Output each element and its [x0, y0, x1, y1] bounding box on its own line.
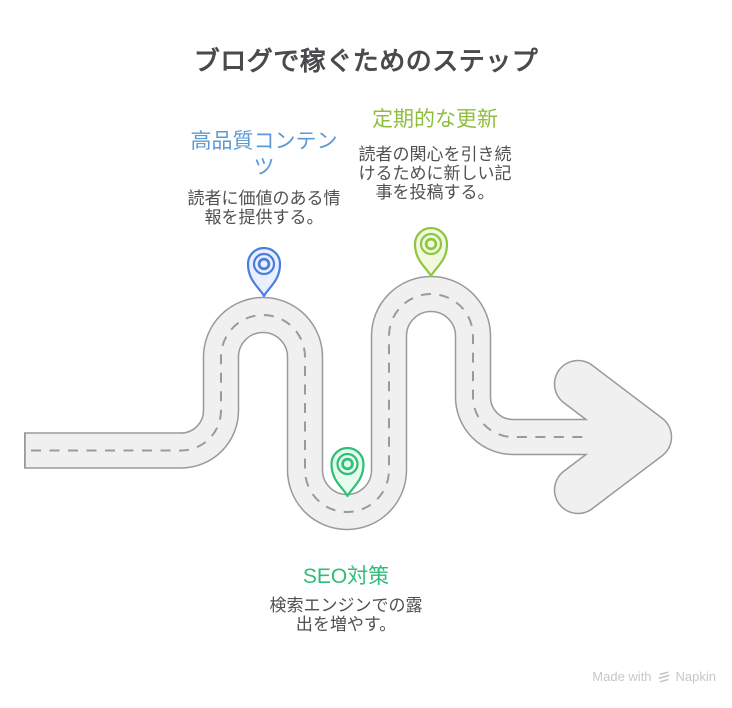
brand-name: Napkin — [675, 669, 716, 684]
napkin-logo-icon — [657, 670, 671, 684]
pin-ring-outer — [419, 232, 443, 256]
step-2-description: 読者の関心を引き続けるために新しい記事を投稿する。 — [358, 145, 512, 202]
pin-step-2 — [413, 226, 449, 278]
pin-body — [330, 446, 365, 498]
made-with-text: Made with — [592, 669, 652, 684]
pin-ring-inner — [424, 237, 438, 251]
pin-body — [413, 226, 449, 278]
step-1-description: 読者に価値のある情報を提供する。 — [187, 189, 341, 227]
pin-ring-outer — [252, 252, 276, 276]
arrowhead-surface — [555, 361, 671, 513]
pin-step-1 — [246, 246, 282, 298]
step-3-label: SEO対策 — [302, 565, 390, 588]
road-surface — [24, 277, 612, 529]
page-title: ブログで稼ぐためのステップ — [193, 46, 539, 76]
road-center-dashed-line — [31, 293, 586, 513]
step-1-label: 高品質コンテンツ — [190, 130, 338, 179]
pin-ring-outer — [336, 452, 359, 476]
napkin-watermark-link[interactable]: Made with Napkin — [592, 669, 716, 684]
pin-step-3 — [330, 446, 365, 498]
pin-body — [246, 246, 282, 298]
step-2-label: 定期的な更新 — [372, 108, 498, 131]
pin-ring-inner — [257, 257, 271, 271]
step-3-description: 検索エンジンでの露出を増やす。 — [269, 596, 423, 634]
pin-ring-inner — [341, 457, 354, 471]
